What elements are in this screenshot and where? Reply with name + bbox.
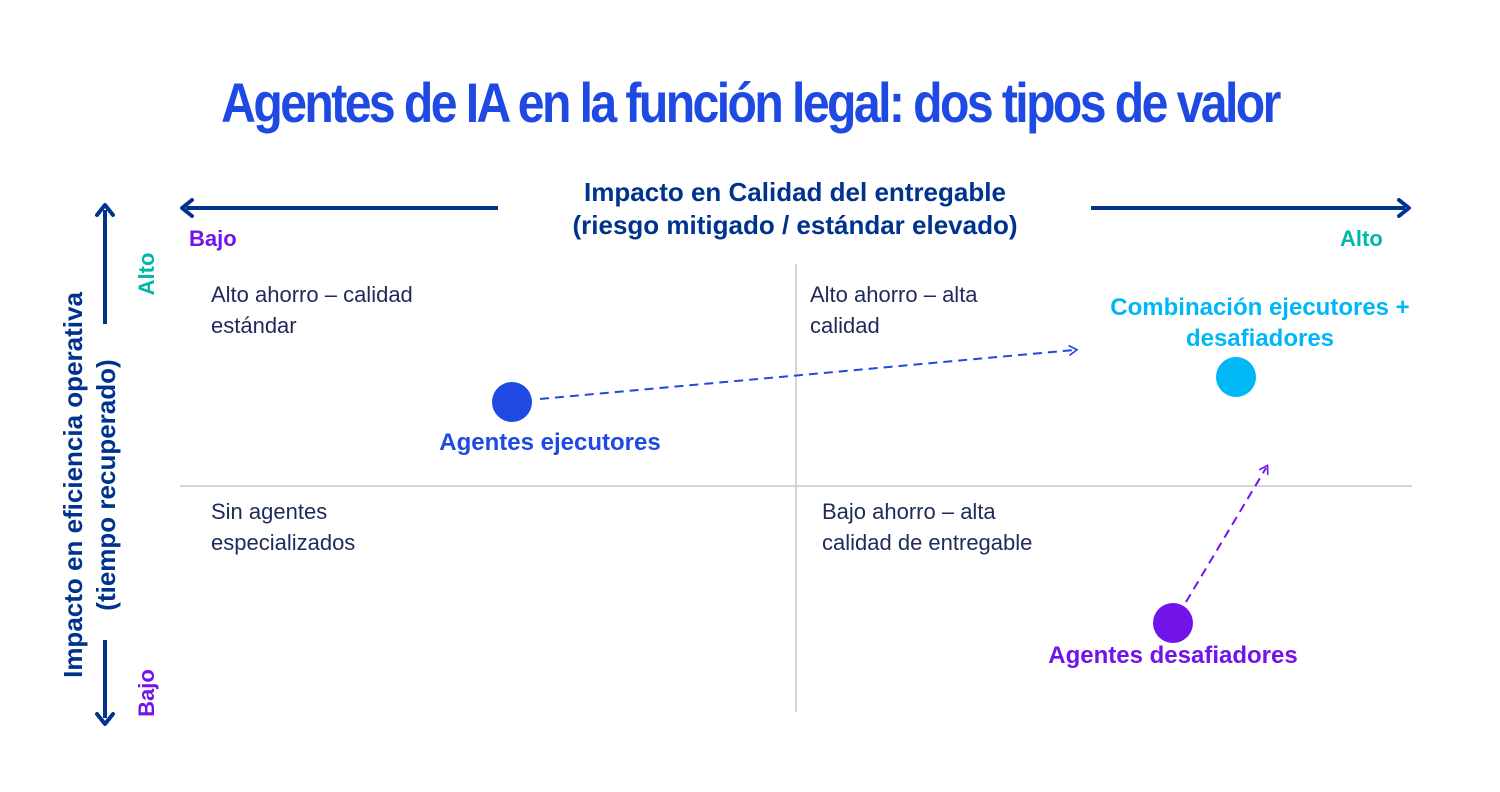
quadrant-bottom-right: Bajo ahorro – alta calidad de entregable <box>822 496 1032 558</box>
quadrant-text: Alto ahorro – alta <box>810 282 978 307</box>
diagram-title: Agentes de IA en la función legal: dos t… <box>221 71 1281 134</box>
x-axis-left-arrow <box>180 198 498 218</box>
quadrant-text: calidad <box>810 313 880 338</box>
combination-label-line2: desafiadores <box>1185 325 1335 352</box>
challengers-dashed-arrow <box>1185 464 1269 603</box>
x-axis-high-label: Alto <box>1340 226 1383 251</box>
x-axis-title-line2: (riesgo mitigado / estándar elevado) <box>572 210 1018 240</box>
quadrant-text: estándar <box>211 313 297 338</box>
quadrant-text: especializados <box>211 530 356 555</box>
x-axis-title-line1: Impacto en Calidad del entregable <box>584 177 1006 207</box>
combination-label-line1: Combinación ejecutores + <box>1110 294 1410 321</box>
quadrant-text: Alto ahorro – calidad <box>211 282 413 307</box>
y-axis-title-line1: Impacto en eficiencia operativa <box>58 292 88 678</box>
quadrant-text: calidad de entregable <box>822 530 1033 555</box>
challengers-point <box>1153 603 1193 643</box>
y-axis-top-arrow <box>95 203 115 324</box>
x-axis-low-label: Bajo <box>189 226 237 251</box>
quadrant-text: Bajo ahorro – alta <box>822 499 996 524</box>
quadrant-text: Sin agentes <box>211 499 328 524</box>
quadrant-top-right: Alto ahorro – alta calidad <box>810 279 978 341</box>
quadrant-top-left: Alto ahorro – calidad estándar <box>211 279 413 341</box>
y-axis-title: Impacto en eficiencia operativa (tiempo … <box>57 265 123 705</box>
quadrant-bottom-left: Sin agentes especializados <box>211 496 355 558</box>
y-axis-low-label: Bajo <box>134 669 159 717</box>
executors-point <box>492 382 532 422</box>
x-axis-right-arrow <box>1091 198 1411 218</box>
combination-point <box>1216 357 1256 397</box>
y-axis-title-line2: (tiempo recuperado) <box>91 359 121 611</box>
executors-dashed-arrow <box>539 344 1079 400</box>
executors-label: Agentes ejecutores <box>439 429 661 456</box>
y-axis-bottom-arrow <box>95 640 115 726</box>
y-axis-high-label: Alto <box>134 252 159 296</box>
x-axis-title: Impacto en Calidad del entregable (riesg… <box>500 176 1090 242</box>
challengers-label: Agentes desafiadores <box>1048 642 1298 669</box>
combination-label: Combinación ejecutores + desafiadores <box>1080 292 1440 354</box>
